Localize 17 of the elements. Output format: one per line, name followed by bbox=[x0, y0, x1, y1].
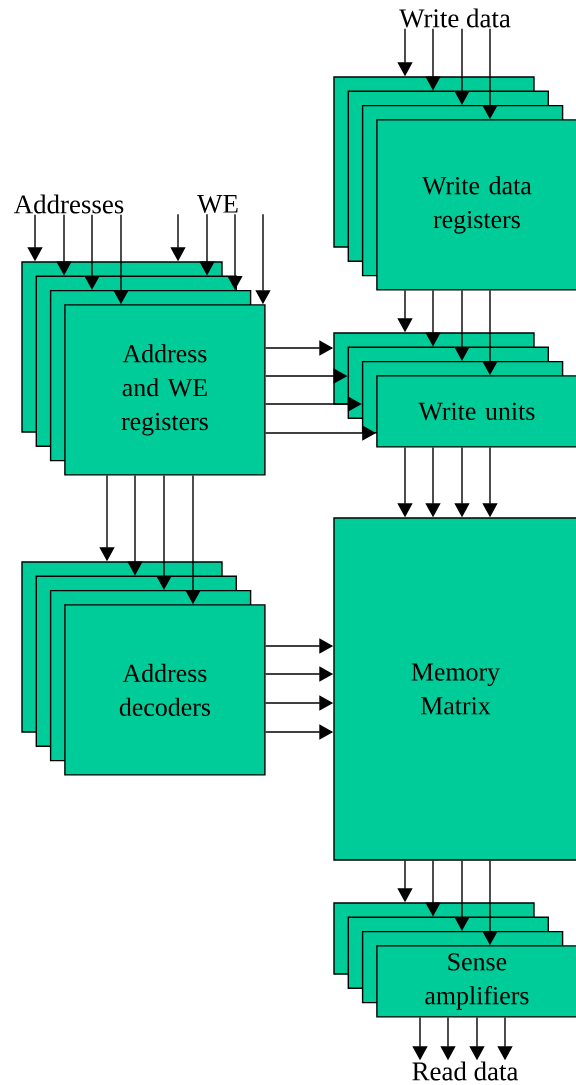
arrow bbox=[84, 213, 100, 290]
signal-label: Addresses bbox=[14, 194, 124, 214]
stacked-block: Sense amplifiers bbox=[333, 902, 576, 1018]
block-box: Memory Matrix bbox=[333, 517, 576, 861]
arrow bbox=[227, 213, 243, 290]
arrow bbox=[454, 289, 470, 361]
arrow bbox=[156, 474, 172, 590]
stacked-block: Address decoders bbox=[21, 561, 266, 776]
stacked-block: Write data registers bbox=[333, 76, 576, 291]
arrow bbox=[264, 396, 362, 412]
signal-label: WE bbox=[197, 195, 238, 213]
arrow bbox=[454, 860, 470, 931]
signal-label: Read data bbox=[412, 1061, 519, 1081]
stacked-block: Write units bbox=[333, 332, 576, 448]
stacked-block: Address and WE registers bbox=[21, 261, 266, 476]
signal-label: Write data bbox=[399, 8, 511, 28]
arrow bbox=[454, 28, 470, 105]
